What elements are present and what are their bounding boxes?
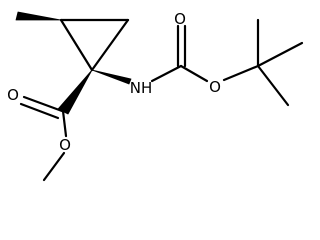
atom-labels: O O NH O O	[7, 10, 221, 154]
ester-c-o-bond	[61, 109, 68, 138]
boc-carbamate-group	[150, 18, 304, 107]
ester-carbonyl-double-bond-1	[22, 95, 64, 113]
tbutyl-methyl-bond-down	[256, 64, 290, 107]
boc-o-quaternary-bond	[222, 64, 260, 82]
methyl-ester-group	[19, 95, 68, 182]
ring-bond-c3-c1	[90, 18, 130, 72]
amide-nh-label: NH	[130, 79, 153, 97]
methyl-wedge-bond	[15, 11, 62, 21]
boc-carbonyl-oxygen-label: O	[174, 10, 186, 28]
chemical-structure-diagram: O O NH O O	[7, 10, 304, 182]
boc-c-o-bond	[179, 64, 209, 83]
cyclopropane-ring	[59, 18, 130, 72]
ester-carbonyl-double-bond-2	[19, 102, 60, 120]
boc-oxygen-label: O	[209, 78, 221, 96]
n-carbonyl-bond	[150, 64, 183, 83]
amide-nitrogen-wedge-bond	[91, 69, 132, 85]
tbutyl-methyl-bond-right	[256, 41, 304, 68]
ester-o-methyl-bond	[42, 151, 66, 182]
ring-bond-c1-c2	[59, 18, 94, 72]
ester-oxygen-label: O	[59, 136, 71, 154]
carboxylate-wedge-bond	[57, 69, 93, 115]
ester-carbonyl-oxygen-label: O	[7, 86, 19, 104]
